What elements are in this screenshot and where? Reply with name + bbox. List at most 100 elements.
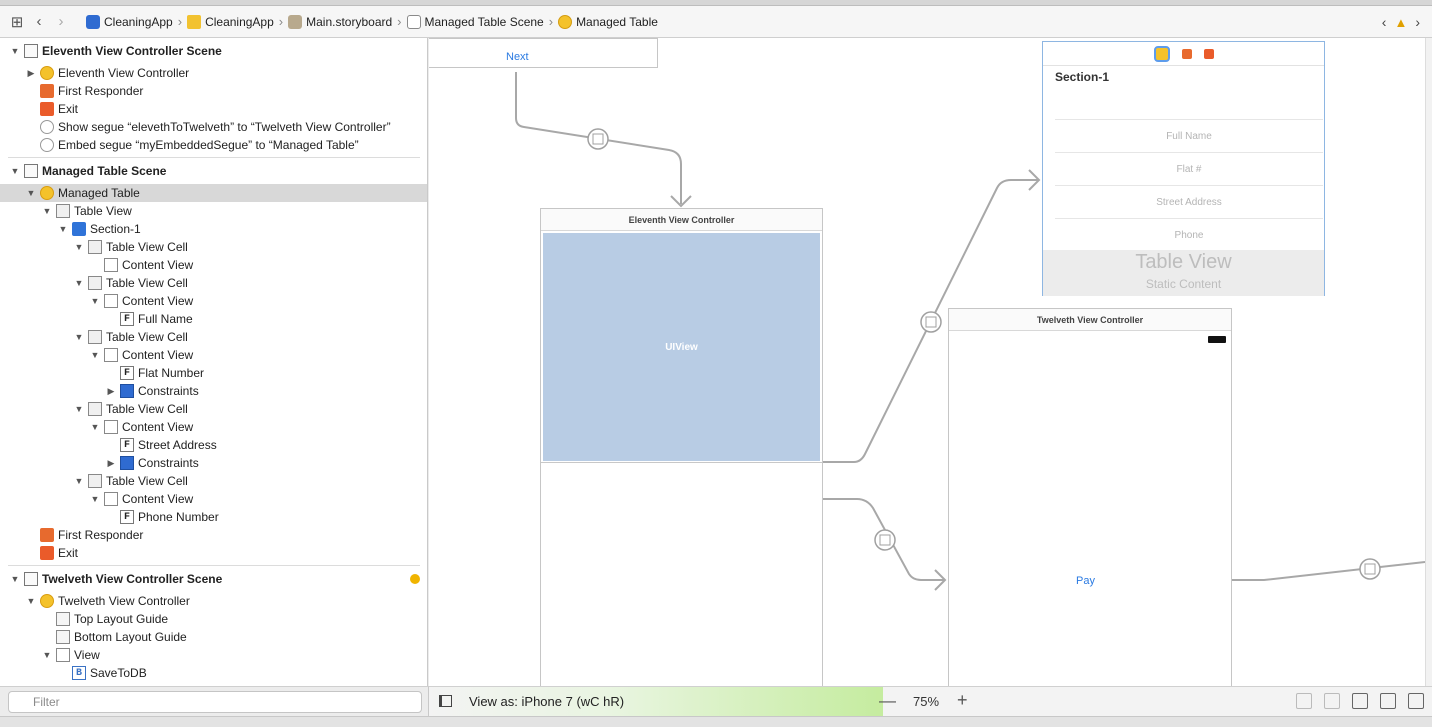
outline-scene-eleventh[interactable]: ▼Eleventh View Controller Scene bbox=[0, 42, 427, 60]
outline-exit[interactable]: Exit bbox=[0, 100, 427, 118]
warning-dot-icon[interactable] bbox=[410, 574, 420, 584]
disclosure-open-icon[interactable]: ▼ bbox=[74, 404, 84, 414]
related-items-icon[interactable]: ⊞ bbox=[10, 13, 24, 31]
outline-table-view[interactable]: ▼ Table View bbox=[0, 202, 427, 220]
outline-content-view[interactable]: ▼Content View bbox=[0, 292, 427, 310]
back-arrow-icon[interactable]: ‹ bbox=[36, 13, 42, 30]
outline-content-view[interactable]: ▼Content View bbox=[0, 490, 427, 508]
embedded-uiview[interactable]: UIView bbox=[543, 233, 820, 461]
disclosure-open-icon[interactable]: ▼ bbox=[74, 476, 84, 486]
zoom-out-button[interactable]: — bbox=[879, 691, 896, 710]
storyboard-canvas[interactable]: Next Eleventh View Controller UIView Sec… bbox=[429, 38, 1425, 686]
outline-table-view-cell[interactable]: ▼Table View Cell bbox=[0, 238, 427, 256]
outline-first-responder[interactable]: First Responder bbox=[0, 526, 427, 544]
pin-icon[interactable] bbox=[1380, 693, 1396, 709]
outline-content-view[interactable]: Content View bbox=[0, 256, 427, 274]
forward-arrow-icon[interactable]: › bbox=[58, 13, 64, 30]
outline-scene-managed-table[interactable]: ▼Managed Table Scene bbox=[0, 162, 427, 180]
first-responder-icon[interactable] bbox=[1181, 48, 1192, 59]
previous-scene-fragment[interactable]: Next bbox=[429, 38, 658, 68]
outline-top-layout-guide[interactable]: Top Layout Guide bbox=[0, 610, 427, 628]
next-issue-icon[interactable]: › bbox=[1415, 14, 1420, 30]
outline-twelveth-vc[interactable]: ▼Twelveth View Controller bbox=[0, 592, 427, 610]
outline-managed-table[interactable]: ▼Managed Table bbox=[0, 184, 427, 202]
update-frames-icon[interactable] bbox=[1296, 693, 1312, 709]
disclosure-closed-icon[interactable]: ▶ bbox=[107, 457, 115, 468]
outline-view[interactable]: ▼View bbox=[0, 646, 427, 664]
disclosure-open-icon[interactable]: ▼ bbox=[42, 650, 52, 660]
disclosure-open-icon[interactable]: ▼ bbox=[26, 188, 36, 198]
breadcrumb-project[interactable]: CleaningApp bbox=[86, 14, 173, 29]
next-button[interactable]: Next bbox=[506, 51, 529, 63]
table-cell-icon bbox=[88, 402, 102, 416]
outline-label: Eleventh View Controller bbox=[58, 66, 190, 80]
disclosure-open-icon[interactable]: ▼ bbox=[74, 242, 84, 252]
outline-constraints[interactable]: ▶Constraints bbox=[0, 382, 427, 400]
breadcrumb-storyboard[interactable]: Main.storyboard bbox=[288, 14, 392, 29]
segue-icon bbox=[1359, 558, 1381, 580]
outline-table-view-cell[interactable]: ▼Table View Cell bbox=[0, 274, 427, 292]
disclosure-closed-icon[interactable]: ▶ bbox=[107, 385, 115, 396]
disclosure-open-icon[interactable]: ▼ bbox=[58, 224, 68, 234]
disclosure-open-icon[interactable]: ▼ bbox=[26, 596, 36, 606]
breadcrumb-group[interactable]: CleaningApp bbox=[187, 14, 274, 29]
eleventh-view-controller-scene[interactable]: Eleventh View Controller UIView bbox=[540, 208, 823, 686]
filter-input[interactable]: Filter bbox=[8, 691, 422, 713]
flat-cell[interactable]: Flat # bbox=[1055, 152, 1323, 185]
outline-show-segue[interactable]: Show segue “elevethToTwelveth” to “Twelv… bbox=[0, 118, 427, 136]
outline-label: Embed segue “myEmbeddedSegue” to “Manage… bbox=[58, 138, 359, 152]
exit-icon[interactable] bbox=[1203, 48, 1214, 59]
resolve-issues-icon[interactable] bbox=[1408, 693, 1424, 709]
disclosure-open-icon[interactable]: ▼ bbox=[42, 206, 52, 216]
outline-embed-segue[interactable]: Embed segue “myEmbeddedSegue” to “Manage… bbox=[0, 136, 427, 154]
breadcrumb-scene[interactable]: Managed Table Scene bbox=[406, 14, 544, 29]
scene-divider bbox=[8, 565, 420, 566]
managed-table-scene[interactable]: Section-1 Full Name Flat # Street Addres… bbox=[1042, 41, 1325, 296]
disclosure-open-icon[interactable]: ▼ bbox=[74, 332, 84, 342]
outline-scene-twelveth[interactable]: ▼Twelveth View Controller Scene bbox=[0, 570, 427, 588]
outline-toggle-icon[interactable] bbox=[439, 695, 452, 707]
twelveth-view-controller-scene[interactable]: Twelveth View Controller Pay bbox=[948, 308, 1232, 686]
breadcrumb-controller[interactable]: Managed Table bbox=[558, 14, 658, 29]
street-address-cell[interactable]: Street Address bbox=[1055, 185, 1323, 218]
outline-first-responder[interactable]: First Responder bbox=[0, 82, 427, 100]
view-as-bar[interactable]: View as: iPhone 7 (wC hR) bbox=[429, 687, 883, 716]
disclosure-open-icon[interactable]: ▼ bbox=[10, 574, 20, 584]
warning-icon[interactable]: ▲ bbox=[1394, 14, 1408, 30]
disclosure-open-icon[interactable]: ▼ bbox=[10, 166, 20, 176]
outline-content-view[interactable]: ▼Content View bbox=[0, 418, 427, 436]
outline-exit[interactable]: Exit bbox=[0, 544, 427, 562]
disclosure-open-icon[interactable]: ▼ bbox=[90, 494, 100, 504]
outline-table-view-cell[interactable]: ▼Table View Cell bbox=[0, 400, 427, 418]
outline-bottom-layout-guide[interactable]: Bottom Layout Guide bbox=[0, 628, 427, 646]
embed-in-stack-icon[interactable] bbox=[1324, 693, 1340, 709]
outline-constraints[interactable]: ▶Constraints bbox=[0, 454, 427, 472]
phone-cell[interactable]: Phone bbox=[1055, 218, 1323, 251]
outline-eleventh-vc[interactable]: ▶ Eleventh View Controller bbox=[0, 64, 427, 82]
disclosure-open-icon[interactable]: ▼ bbox=[90, 296, 100, 306]
outline-table-view-cell[interactable]: ▼Table View Cell bbox=[0, 472, 427, 490]
pay-button[interactable]: Pay bbox=[1076, 575, 1095, 587]
document-tab-strip[interactable] bbox=[0, 0, 1432, 6]
outline-section[interactable]: ▼Section-1 bbox=[0, 220, 427, 238]
zoom-in-button[interactable]: + bbox=[957, 690, 968, 710]
table-controller-icon[interactable] bbox=[1153, 45, 1170, 62]
disclosure-closed-icon[interactable]: ▶ bbox=[27, 67, 35, 78]
vertical-scrollbar[interactable] bbox=[1425, 38, 1432, 716]
disclosure-open-icon[interactable]: ▼ bbox=[10, 46, 20, 56]
disclosure-open-icon[interactable]: ▼ bbox=[90, 422, 100, 432]
align-icon[interactable] bbox=[1352, 693, 1368, 709]
previous-issue-icon[interactable]: ‹ bbox=[1381, 14, 1387, 30]
outline-label: Table View bbox=[74, 204, 132, 218]
outline-content-view[interactable]: ▼Content View bbox=[0, 346, 427, 364]
disclosure-open-icon[interactable]: ▼ bbox=[90, 350, 100, 360]
outline-table-view-cell[interactable]: ▼Table View Cell bbox=[0, 328, 427, 346]
disclosure-open-icon[interactable]: ▼ bbox=[74, 278, 84, 288]
full-name-cell[interactable]: Full Name bbox=[1055, 119, 1323, 152]
view-as-label[interactable]: View as: iPhone 7 (wC hR) bbox=[469, 694, 625, 709]
